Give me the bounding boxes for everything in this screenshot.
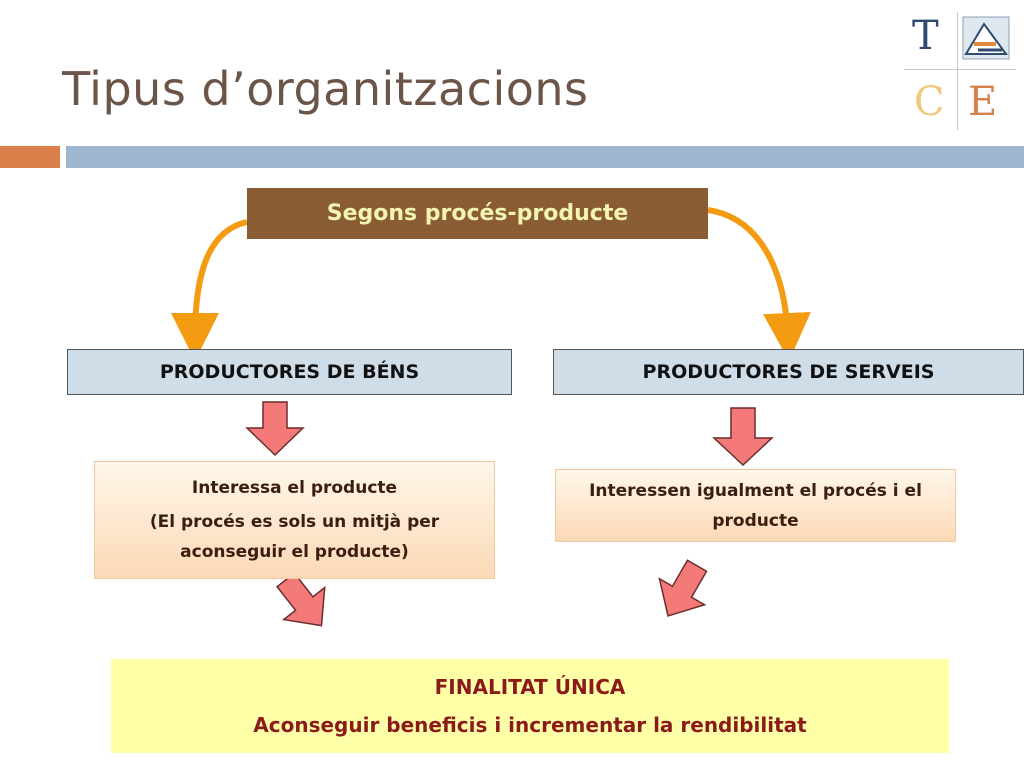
- logo-divider-vertical: [957, 12, 958, 130]
- page-title: Tipus d’organitzacions: [62, 62, 589, 116]
- orange-curved-arrow-left: [171, 219, 248, 361]
- red-down-arrow-right: [712, 407, 774, 467]
- right-description-box: Interessen igualment el procés i el prod…: [555, 469, 956, 542]
- red-down-arrow-left: [245, 401, 305, 457]
- logo: T C E: [0, 0, 1024, 140]
- top-category-box: Segons procés-producte: [247, 188, 708, 239]
- header-divider-bar: [66, 146, 1024, 168]
- left-description-box: Interessa el producte (El procés es sols…: [94, 461, 495, 579]
- logo-letter-c: C: [914, 79, 945, 125]
- bottom-conclusion-box: FINALITAT ÚNICA Aconseguir beneficis i i…: [111, 659, 949, 753]
- mountain-icon: [962, 16, 1010, 60]
- header-accent-bar: [0, 146, 60, 168]
- right-heading-box: PRODUCTORES DE SERVEIS: [553, 349, 1024, 395]
- logo-divider-horizontal: [904, 69, 1016, 70]
- logo-letter-t: T: [912, 13, 939, 59]
- red-diagonal-arrow-right: [658, 559, 708, 617]
- logo-letter-e: E: [968, 79, 998, 125]
- left-heading-box: PRODUCTORES DE BÉNS: [67, 349, 512, 395]
- left-description-line2: (El procés es sols un mitjà per aconsegu…: [149, 512, 440, 562]
- right-description-line1: Interessen igualment el procés i el prod…: [589, 480, 922, 531]
- bottom-text: Aconseguir beneficis i incrementar la re…: [253, 713, 807, 737]
- bottom-heading: FINALITAT ÚNICA: [434, 675, 626, 699]
- left-description-line1: Interessa el producte: [191, 478, 398, 498]
- orange-curved-arrow-right: [707, 207, 811, 361]
